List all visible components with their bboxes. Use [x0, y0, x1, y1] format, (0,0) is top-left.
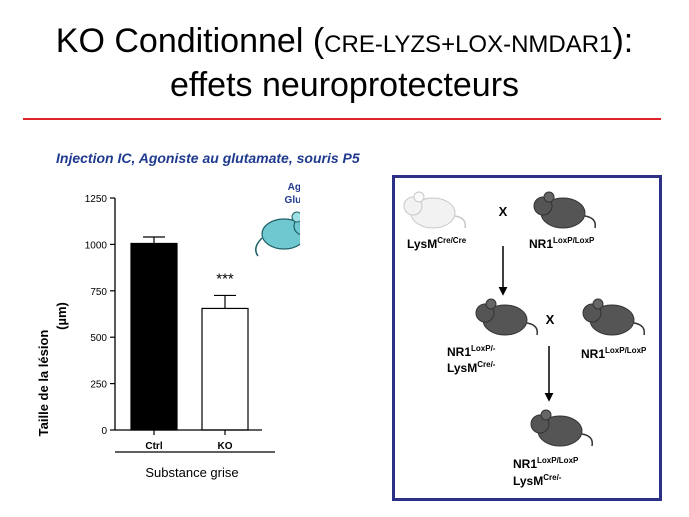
- significance-marker: ***: [216, 270, 234, 287]
- y-tick-label: 750: [90, 287, 107, 298]
- inset-label-line2: Glutamate: [285, 195, 300, 206]
- genotype-nr1-het: NR1LoxP/-: [447, 344, 496, 359]
- cross-symbol-1: X: [499, 204, 508, 219]
- y-tick-label: 500: [90, 333, 107, 344]
- figure-subtitle: Injection IC, Agoniste au glutamate, sou…: [56, 150, 360, 166]
- mouse-tail-icon: [255, 237, 263, 257]
- inset-label-line1: Agoniste: [288, 182, 300, 193]
- mouse-nr1-het-lysm-icon: [475, 298, 539, 336]
- genotype-lysm-cre-het: LysMCre/-: [513, 473, 562, 488]
- mouse-nr1-loxp-icon: [533, 191, 597, 229]
- genotype-nr1-loxp: NR1LoxP/LoxP: [529, 236, 595, 251]
- bar-ctrl: [130, 242, 178, 431]
- y-axis-label-line2: (µm): [54, 302, 69, 330]
- mouse-lysm-cre-icon: [403, 191, 467, 229]
- slide-title-line1: KO Conditionnel (CRE-LYZS+LOX-NMDAR1):: [0, 22, 689, 61]
- lesion-bar-chart: Taille de la lésion (µm) 0 250 500 750 1000 1…: [36, 182, 300, 480]
- cross-symbol-2: X: [546, 312, 555, 327]
- genotype-lysm-het: LysMCre/-: [447, 360, 496, 375]
- bar-ko: [201, 307, 249, 431]
- mouse-body-icon: [261, 218, 300, 250]
- bars: [115, 236, 262, 435]
- y-axis: 0 250 500 750 1000 1250: [85, 194, 116, 437]
- genotype-lysm-cre: LysMCre/Cre: [407, 236, 467, 251]
- y-tick-label: 0: [101, 426, 107, 437]
- title-main: KO Conditionnel (: [55, 22, 325, 60]
- x-tick-label: Ctrl: [145, 441, 162, 452]
- breeding-scheme: X LysMCre/Cre NR1LoxP/LoxP X NR1LoxP/- L…: [403, 191, 647, 488]
- mouse-nr1-loxp-icon-2: [582, 298, 646, 336]
- genotype-nr1-loxp-2: NR1LoxP/LoxP: [581, 346, 647, 361]
- title-divider: [23, 118, 661, 120]
- x-axis-label: Substance grise: [145, 465, 238, 480]
- y-tick-label: 1000: [85, 240, 108, 251]
- mouse-ear-icon: [291, 211, 300, 223]
- x-tick-label: KO: [218, 441, 233, 452]
- mouse-conditional-ko-icon: [530, 409, 594, 447]
- genotype-nr1-flox: NR1LoxP/LoxP: [513, 456, 579, 471]
- y-tick-label: 250: [90, 380, 107, 391]
- title-genotype: CRE-LYZS+LOX-NMDAR1: [324, 31, 613, 58]
- injected-mouse-illustration: Agoniste Glutamate: [255, 182, 300, 257]
- y-axis-label-line1: Taille de la lésion: [36, 330, 51, 437]
- slide-title-line2: effets neuroprotecteurs: [169, 66, 520, 104]
- breeding-scheme-panel: X LysMCre/Cre NR1LoxP/LoxP X NR1LoxP/- L…: [392, 175, 662, 501]
- x-tick-labels: Ctrl KO: [145, 441, 232, 452]
- y-tick-label: 1250: [85, 194, 108, 205]
- title-end: ):: [612, 22, 634, 60]
